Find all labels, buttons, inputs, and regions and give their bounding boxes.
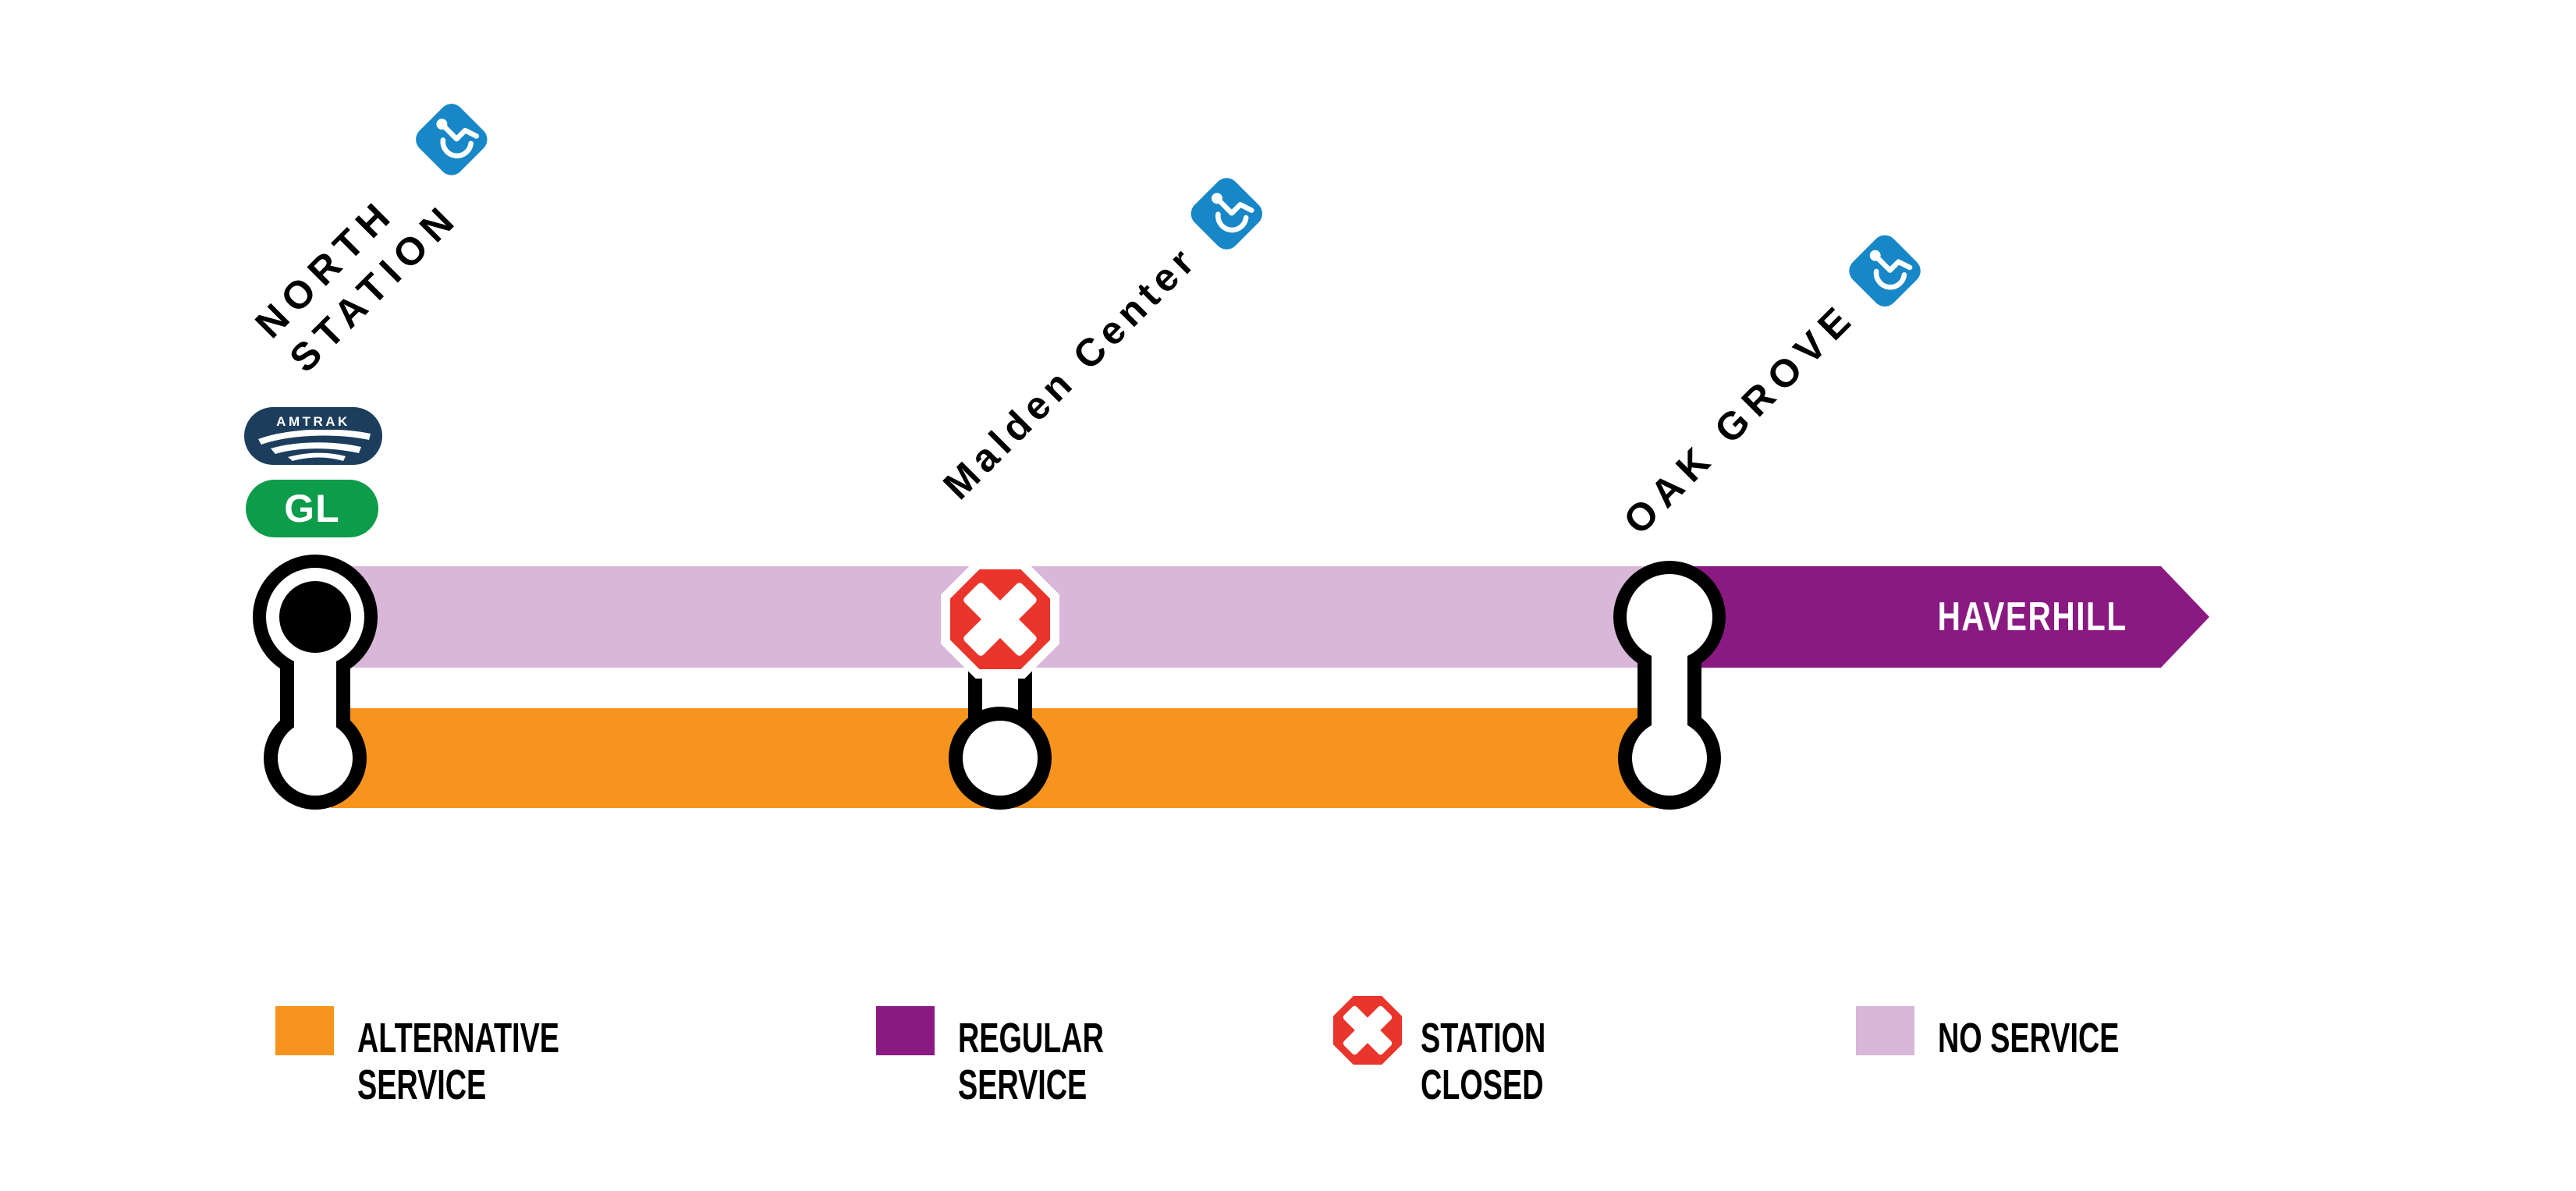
legend-label-line: STATION — [1421, 1015, 1546, 1062]
legend-label-regular-service: REGULAR SERVICE — [958, 1015, 1104, 1108]
legend-label-line: NO SERVICE — [1938, 1015, 2120, 1062]
legend-swatch-alternative-service — [275, 1006, 334, 1055]
station-marker-malden-center-closed — [941, 560, 1059, 810]
legend-label-no-service: NO SERVICE — [1938, 1015, 2119, 1062]
accessibility-icon — [1185, 173, 1268, 255]
legend-item-regular-service: REGULAR SERVICE — [876, 996, 1166, 1108]
amtrak-swoosh-icon — [258, 429, 371, 461]
legend-label-line: ALTERNATIVE — [357, 1015, 559, 1062]
legend-label-line: CLOSED — [1421, 1062, 1544, 1108]
legend-label-alternative-service: ALTERNATIVE SERVICE — [357, 1015, 559, 1108]
station-marker-north-station — [253, 555, 378, 810]
legend-swatch-no-service — [1856, 1006, 1914, 1055]
legend-swatch-regular-service — [876, 1006, 935, 1055]
green-line-badge-label: GL — [284, 487, 340, 530]
legend-label-line: SERVICE — [357, 1062, 487, 1108]
station-label-malden-center: Malden Center — [919, 163, 1268, 509]
station-marker-oak-grove — [1613, 561, 1726, 810]
station-label-north-station: NORTH STATION — [231, 89, 524, 382]
regular-service-segment: HAVERHILL — [1669, 566, 2209, 668]
legend-item-alternative-service: ALTERNATIVE SERVICE — [275, 996, 646, 1108]
accessibility-icon — [410, 98, 492, 181]
station-label-oak-grove: OAK GROVE — [1599, 221, 1926, 544]
green-line-badge: GL — [246, 480, 378, 537]
legend-item-station-closed: STATION CLOSED — [1333, 996, 1599, 1108]
legend-label-station-closed: STATION CLOSED — [1421, 1015, 1545, 1108]
amtrak-badge: AMTRAK — [244, 407, 382, 465]
legend-label-line: REGULAR — [958, 1015, 1104, 1062]
destination-label: HAVERHILL — [1937, 594, 2127, 640]
station-closed-icon — [1333, 996, 1402, 1065]
accessibility-icon — [1843, 230, 1926, 312]
legend-item-no-service: NO SERVICE — [1856, 996, 2197, 1062]
legend-label-line: SERVICE — [958, 1062, 1088, 1108]
amtrak-badge-label: AMTRAK — [276, 414, 350, 429]
